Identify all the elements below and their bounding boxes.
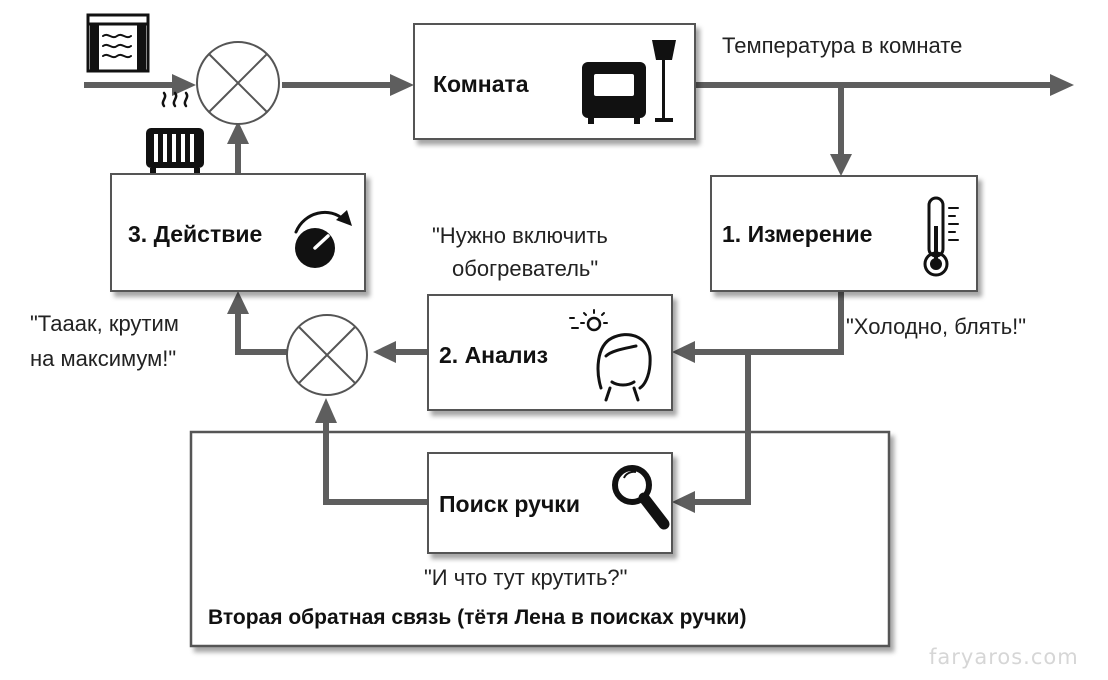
- turn-knob-icon: [294, 210, 352, 268]
- room-label: Комната: [433, 71, 529, 97]
- radiator-heater-icon: [146, 91, 204, 173]
- thermometer-icon: [923, 196, 959, 277]
- action-label: 3. Действие: [128, 221, 262, 247]
- person-idea-icon: [569, 309, 652, 402]
- measurement-label: 1. Измерение: [722, 221, 872, 247]
- analysis-label: 2. Анализ: [439, 342, 548, 368]
- signal-wires: [84, 74, 1074, 513]
- action-quote-line1: "Тааак, крутим: [30, 311, 179, 336]
- analysis-block: 2. Анализ: [427, 294, 673, 411]
- measure-quote: "Холодно, блять!": [846, 314, 1026, 339]
- action-quote-line2: на максимум!": [30, 346, 176, 371]
- second-feedback-caption: Вторая обратная связь (тётя Лена в поиск…: [208, 606, 746, 629]
- summing-junction-icon: [286, 314, 368, 396]
- output-signal-label: Температура в комнате: [722, 33, 962, 58]
- watermark: faryaros.com: [929, 645, 1079, 669]
- search-quote: "И что тут крутить?": [424, 565, 627, 590]
- action-block: 3. Действие: [110, 173, 366, 292]
- summing-junction-icon: [196, 41, 280, 125]
- search-block: Поиск ручки: [427, 452, 673, 554]
- magnifier-icon: [612, 465, 670, 530]
- measurement-block: 1. Измерение: [710, 175, 978, 292]
- room-block: Комната: [413, 23, 696, 140]
- analysis-quote-line2: обогреватель": [452, 256, 598, 281]
- window-curtains-icon: [86, 13, 150, 73]
- analysis-quote-line1: "Нужно включить: [432, 223, 608, 248]
- search-label: Поиск ручки: [439, 491, 580, 517]
- armchair-lamp-icon: [582, 40, 676, 124]
